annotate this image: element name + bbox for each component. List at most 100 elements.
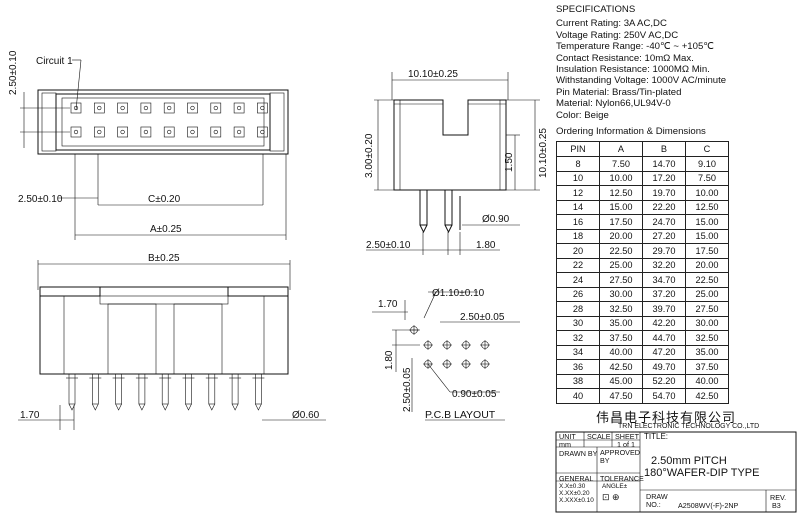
table-cell: 27.20	[642, 228, 686, 244]
pin-leg	[68, 373, 76, 405]
table-cell: 52.20	[642, 373, 686, 389]
dim-pin-dia: Ø0.60	[292, 410, 320, 421]
table-cell: 32.50	[685, 330, 729, 346]
pin-leg	[231, 373, 239, 405]
table-cell: 40.00	[599, 344, 643, 360]
table-cell: 35.00	[685, 344, 729, 360]
side-height: 10.10±0.25	[538, 128, 549, 178]
spec-line: Material: Nylon66,UL94V-0	[556, 98, 671, 110]
pin-square	[257, 102, 268, 114]
pin-tip	[231, 403, 239, 411]
pin-square	[233, 126, 245, 138]
general-label: GENERAL	[559, 474, 594, 483]
table-cell: 12	[556, 185, 600, 201]
pin-dot	[190, 105, 195, 111]
spec-line: Pin Material: Brass/Tin-plated	[556, 86, 682, 98]
table-cell: 39.70	[642, 301, 686, 317]
table-cell: 20.00	[685, 257, 729, 273]
tolerance-3: X.XXX±0.10	[559, 497, 594, 504]
pin-square	[117, 126, 128, 138]
pin-tip	[92, 403, 99, 411]
table-cell: 10.00	[685, 185, 729, 201]
table-cell: 36	[556, 359, 600, 375]
table-cell: 17.20	[642, 170, 686, 186]
table-cell: 47.20	[642, 344, 686, 360]
angle-label: ANGLE±	[602, 483, 628, 490]
table-cell: 14	[556, 199, 600, 215]
side-width: 10.10±0.25	[408, 69, 458, 80]
table-cell: 9.10	[685, 156, 729, 172]
table-cell: 44.70	[642, 330, 686, 346]
pcb-170: 1.70	[378, 299, 398, 310]
draw-no: A2508WV(-F)-2NP	[678, 501, 739, 510]
table-cell: 47.50	[599, 388, 643, 404]
sheet-value: 1 of 1	[617, 440, 635, 449]
table-cell: 24	[556, 272, 600, 288]
table-cell: 22.20	[642, 199, 686, 215]
top-view: Circuit 1 2.50±0.10 2.50±0.10 C±0.20 A±0…	[8, 50, 289, 240]
table-cell: 35.00	[599, 315, 643, 331]
pin-dot	[237, 129, 242, 135]
unit-label: UNIT	[559, 432, 576, 441]
dim-c: C±0.20	[148, 194, 181, 205]
pin-dot	[97, 105, 102, 111]
table-cell: 34.70	[642, 272, 686, 288]
spec-line: Current Rating: 3A AC,DC	[556, 18, 667, 30]
table-cell: 45.00	[599, 373, 643, 389]
table-cell: 30	[556, 315, 600, 331]
table-cell: 32	[556, 330, 600, 346]
column-header: PIN	[556, 141, 600, 157]
table-cell: 18	[556, 228, 600, 244]
circuit-label: Circuit 1	[36, 56, 73, 67]
table-cell: 25.00	[685, 286, 729, 302]
column-header: B	[642, 141, 686, 157]
table-cell: 42.50	[599, 359, 643, 375]
pin-dot	[213, 105, 218, 111]
title-line-1: 2.50mm PITCH	[651, 455, 727, 467]
pcb-pitch-v: 2.50±0.05	[402, 367, 413, 412]
table-cell: 25.00	[599, 257, 643, 273]
table-cell: 19.70	[642, 185, 686, 201]
table-cell: 20	[556, 243, 600, 259]
pin-square	[257, 126, 268, 138]
spec-line: Insulation Resistance: 1000MΩ Min.	[556, 64, 710, 76]
pin-leg	[138, 373, 146, 405]
approved-by: APPROVED BY	[600, 448, 640, 465]
pin-dot	[143, 129, 148, 135]
table-cell: 37.50	[685, 359, 729, 375]
scale-label: SCALE	[587, 432, 611, 441]
pin-dot	[237, 105, 242, 111]
table-cell: 22.50	[599, 243, 643, 259]
tolerance-label: TOLERANCE	[600, 474, 644, 483]
pcb-hole: Ø1.10±0.10	[432, 288, 485, 299]
table-cell: 40.00	[685, 373, 729, 389]
table-cell: 15.00	[685, 214, 729, 230]
table-cell: 37.50	[599, 330, 643, 346]
rev-value: B3	[772, 501, 781, 510]
rev-label: REV.	[770, 493, 787, 502]
table-cell: 32.20	[642, 257, 686, 273]
pin-tip	[115, 403, 122, 411]
side-pitch: 2.50±0.10	[366, 240, 411, 251]
side-offset: 1.80	[476, 240, 496, 251]
pin-leg	[208, 373, 216, 405]
table-cell: 38	[556, 373, 600, 389]
table-cell: 17.50	[599, 214, 643, 230]
pcb-pad: 0.90±0.05	[452, 389, 497, 400]
column-header: C	[685, 141, 729, 157]
pin-leg	[161, 373, 169, 405]
pin-leg	[92, 373, 99, 405]
table-cell: 28	[556, 301, 600, 317]
pin-square	[117, 102, 128, 114]
pin-square	[210, 102, 222, 114]
table-cell: 15.00	[599, 199, 643, 215]
